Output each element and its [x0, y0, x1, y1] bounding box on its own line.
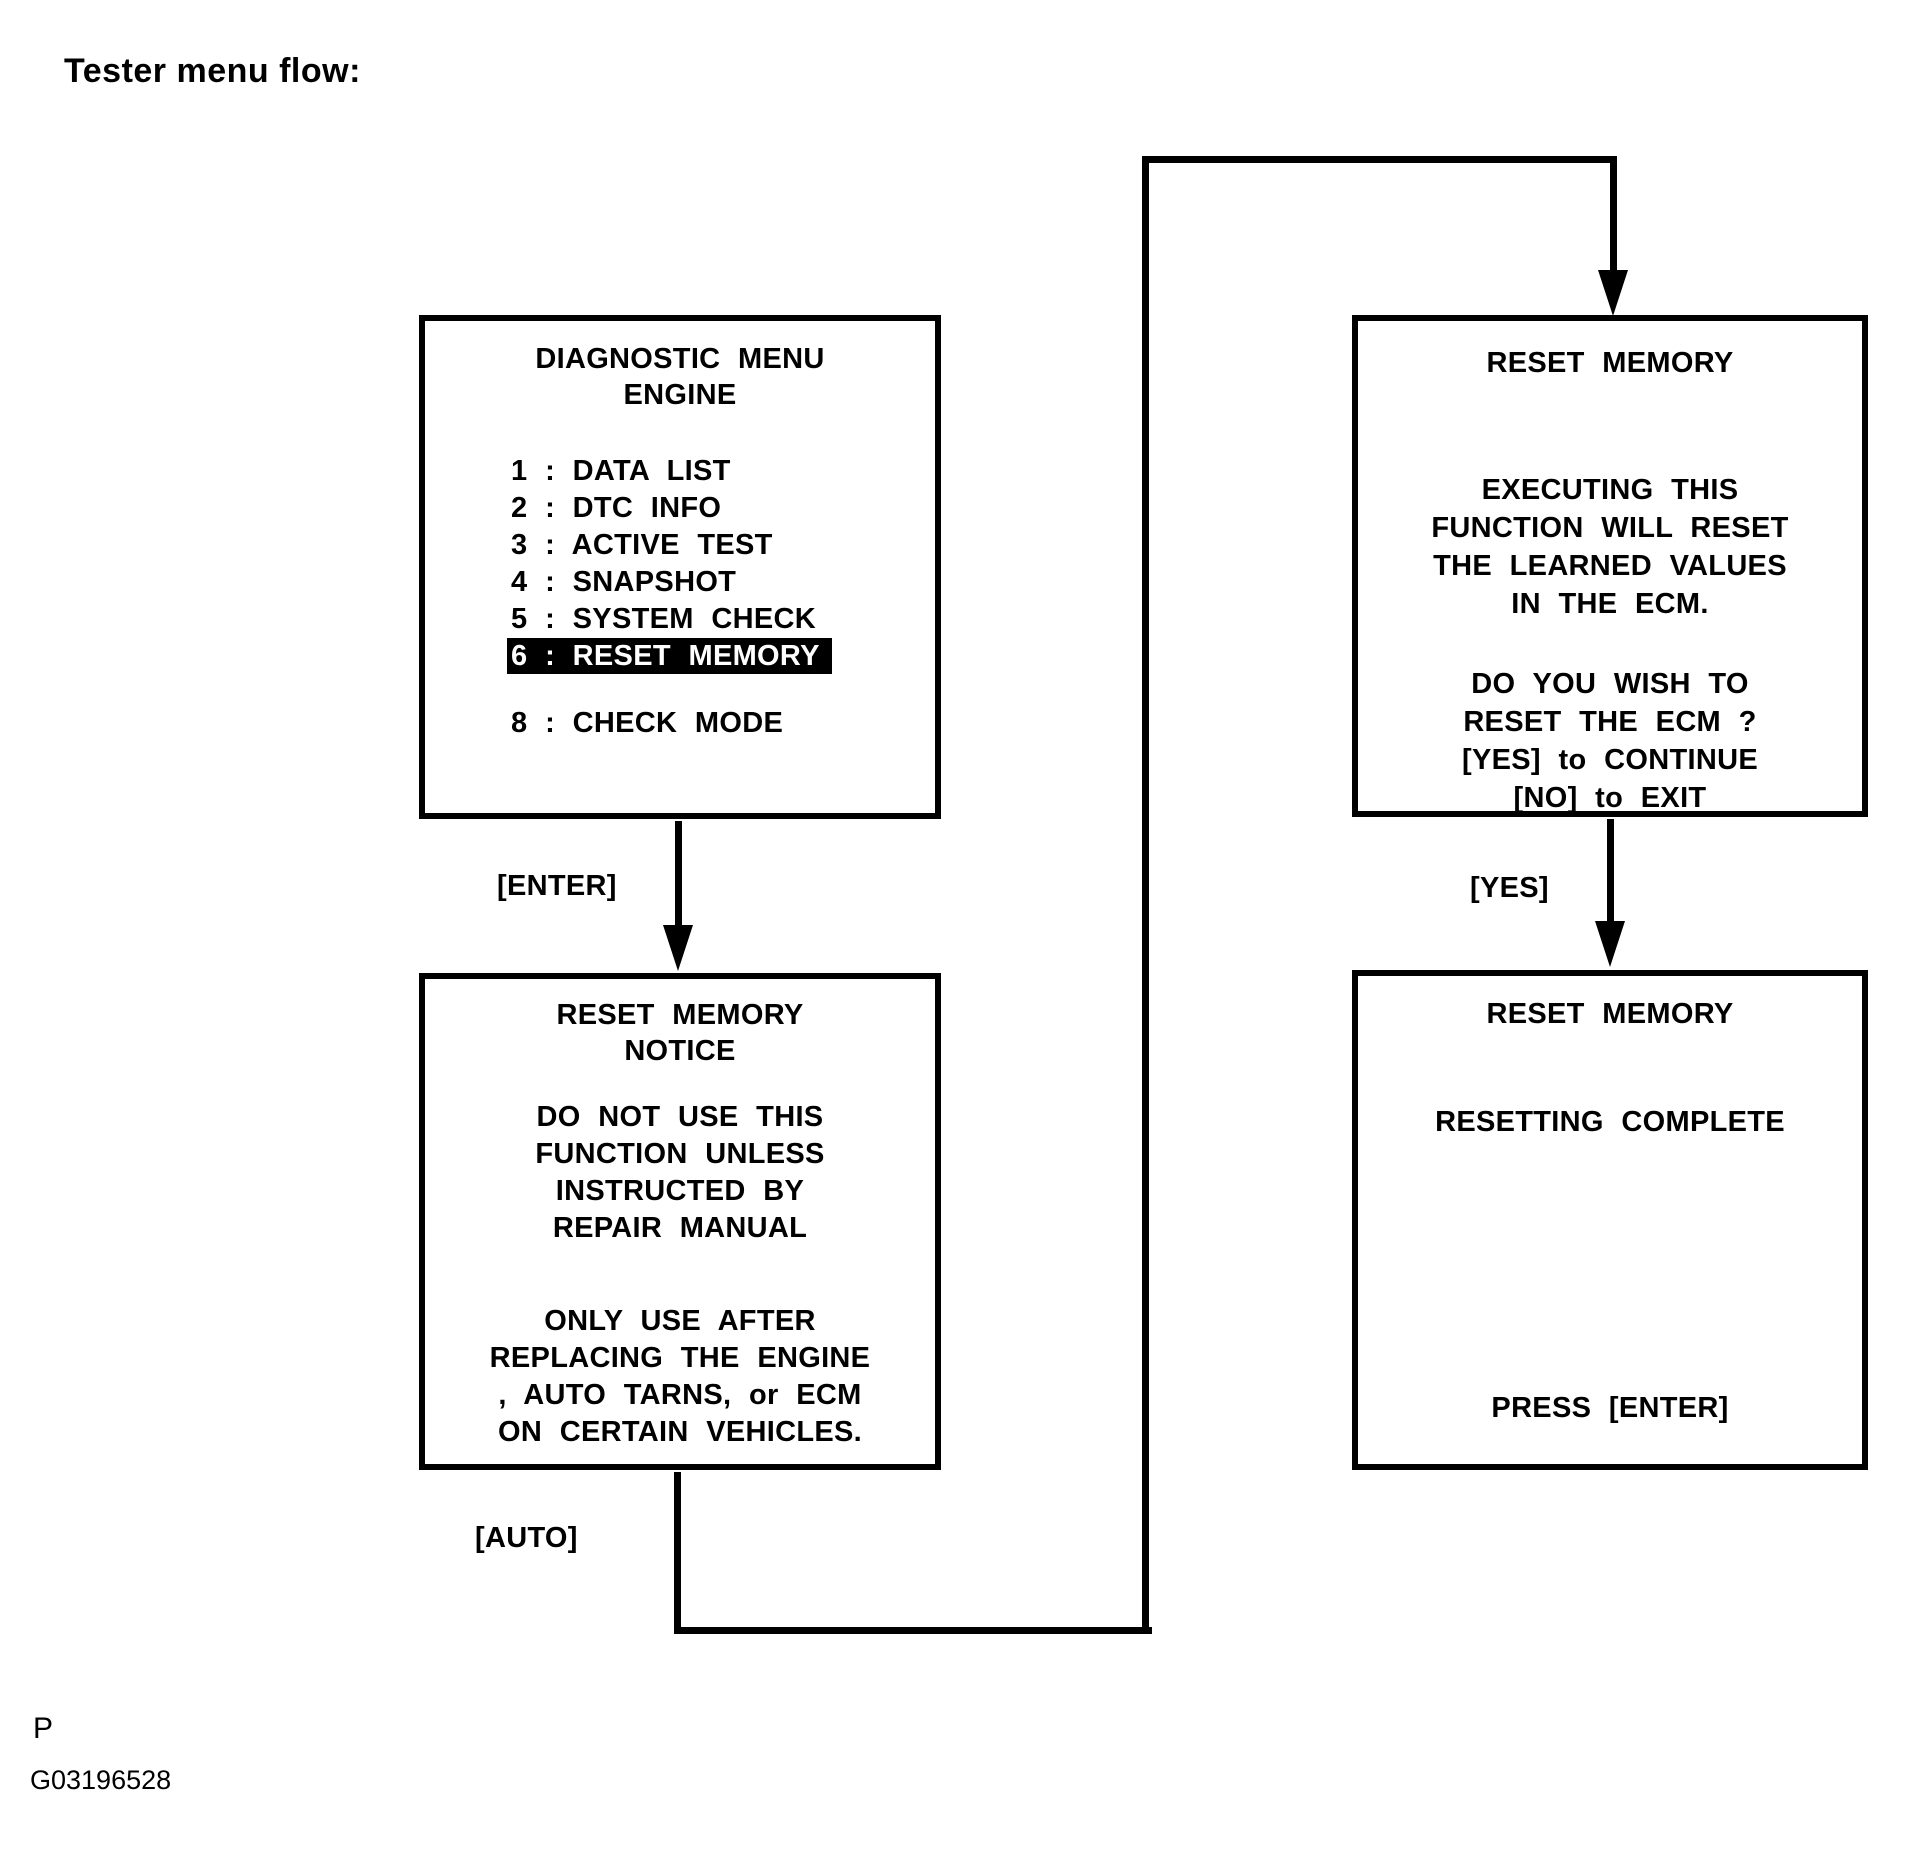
- menu-item-system-check: 5 : SYSTEM CHECK: [511, 603, 816, 635]
- menu-item-data-list: 1 : DATA LIST: [511, 455, 731, 487]
- text-line: ON CERTAIN VEHICLES.: [498, 1416, 862, 1448]
- arrow-down-icon: [663, 925, 693, 971]
- confirm-warning-text: EXECUTING THIS FUNCTION WILL RESET THE L…: [1358, 471, 1862, 623]
- screen-heading: RESET MEMORY: [1486, 347, 1734, 379]
- footer-mark: P: [33, 1712, 54, 1745]
- screen-heading: RESET MEMORY: [1486, 998, 1734, 1030]
- screen-title-line: DIAGNOSTIC MENU: [535, 343, 825, 375]
- text-line: ONLY USE AFTER: [544, 1305, 816, 1337]
- connector-segment-down-from-notice: [674, 1472, 681, 1634]
- text-line: IN THE ECM.: [1511, 588, 1709, 620]
- text-line: FUNCTION WILL RESET: [1431, 512, 1789, 544]
- menu-item-dtc-info: 2 : DTC INFO: [511, 492, 722, 524]
- menu-item-check-mode: 8 : CHECK MODE: [511, 707, 784, 739]
- text-line: INSTRUCTED BY: [555, 1175, 805, 1207]
- page-title: Tester menu flow:: [64, 52, 361, 90]
- text-line: FUNCTION UNLESS: [535, 1138, 825, 1170]
- screen-title-line: NOTICE: [624, 1035, 736, 1067]
- screen-heading: RESET MEMORY NOTICE: [425, 997, 935, 1069]
- screen-title-line: RESET MEMORY: [556, 999, 804, 1031]
- arrow-down-icon: [1598, 270, 1628, 316]
- screen-reset-memory-notice: RESET MEMORY NOTICE DO NOT USE THIS FUNC…: [419, 973, 941, 1470]
- menu-item-snapshot: 4 : SNAPSHOT: [511, 566, 737, 598]
- edge-label-enter: [ENTER]: [497, 870, 617, 902]
- connector-segment-top-horizontal: [1142, 156, 1617, 163]
- diagnostic-menu-list: 1 : DATA LIST 2 : DTC INFO 3 : ACTIVE TE…: [425, 453, 935, 742]
- notice-warning-text: DO NOT USE THIS FUNCTION UNLESS INSTRUCT…: [425, 1099, 935, 1247]
- edge-label-auto: [AUTO]: [475, 1522, 578, 1554]
- figure-code: G03196528: [30, 1765, 172, 1795]
- screen-title-line: ENGINE: [623, 379, 737, 411]
- text-line: REPLACING THE ENGINE: [489, 1342, 871, 1374]
- notice-usage-text: ONLY USE AFTER REPLACING THE ENGINE , AU…: [425, 1303, 935, 1451]
- selected-item-highlight: 6 : RESET MEMORY: [507, 638, 832, 674]
- status-text: RESETTING COMPLETE: [1435, 1106, 1785, 1138]
- menu-item-reset-memory-highlighted: 6 : RESET MEMORY: [507, 638, 935, 675]
- screen-diagnostic-menu: DIAGNOSTIC MENU ENGINE 1 : DATA LIST 2 :…: [419, 315, 941, 819]
- prompt-text: PRESS [ENTER]: [1491, 1392, 1729, 1424]
- arrow-down-icon: [1595, 921, 1625, 967]
- confirm-question-text: DO YOU WISH TO RESET THE ECM ? [YES] to …: [1358, 665, 1862, 817]
- text-line: , AUTO TARNS, or ECM: [498, 1379, 862, 1411]
- arrow-enter-stem: [675, 821, 682, 927]
- screen-reset-memory-confirm: RESET MEMORY EXECUTING THIS FUNCTION WIL…: [1352, 315, 1868, 817]
- connector-segment-vertical-rail: [1142, 156, 1149, 1634]
- menu-item-active-test: 3 : ACTIVE TEST: [511, 529, 773, 561]
- screen-reset-memory-complete: RESET MEMORY RESETTING COMPLETE PRESS [E…: [1352, 970, 1868, 1470]
- text-line: RESET THE ECM ?: [1463, 706, 1757, 738]
- text-line: [NO] to EXIT: [1513, 782, 1707, 814]
- connector-segment-down-to-confirm: [1610, 156, 1617, 274]
- arrow-yes-stem: [1607, 819, 1614, 923]
- text-line: DO YOU WISH TO: [1471, 668, 1749, 700]
- text-line: EXECUTING THIS: [1481, 474, 1739, 506]
- screen-heading: DIAGNOSTIC MENU ENGINE: [425, 341, 935, 413]
- text-line: DO NOT USE THIS: [536, 1101, 824, 1133]
- edge-label-yes: [YES]: [1470, 872, 1549, 904]
- connector-segment-bottom-horizontal: [674, 1627, 1152, 1634]
- text-line: [YES] to CONTINUE: [1462, 744, 1758, 776]
- text-line: THE LEARNED VALUES: [1433, 550, 1787, 582]
- text-line: REPAIR MANUAL: [552, 1212, 808, 1244]
